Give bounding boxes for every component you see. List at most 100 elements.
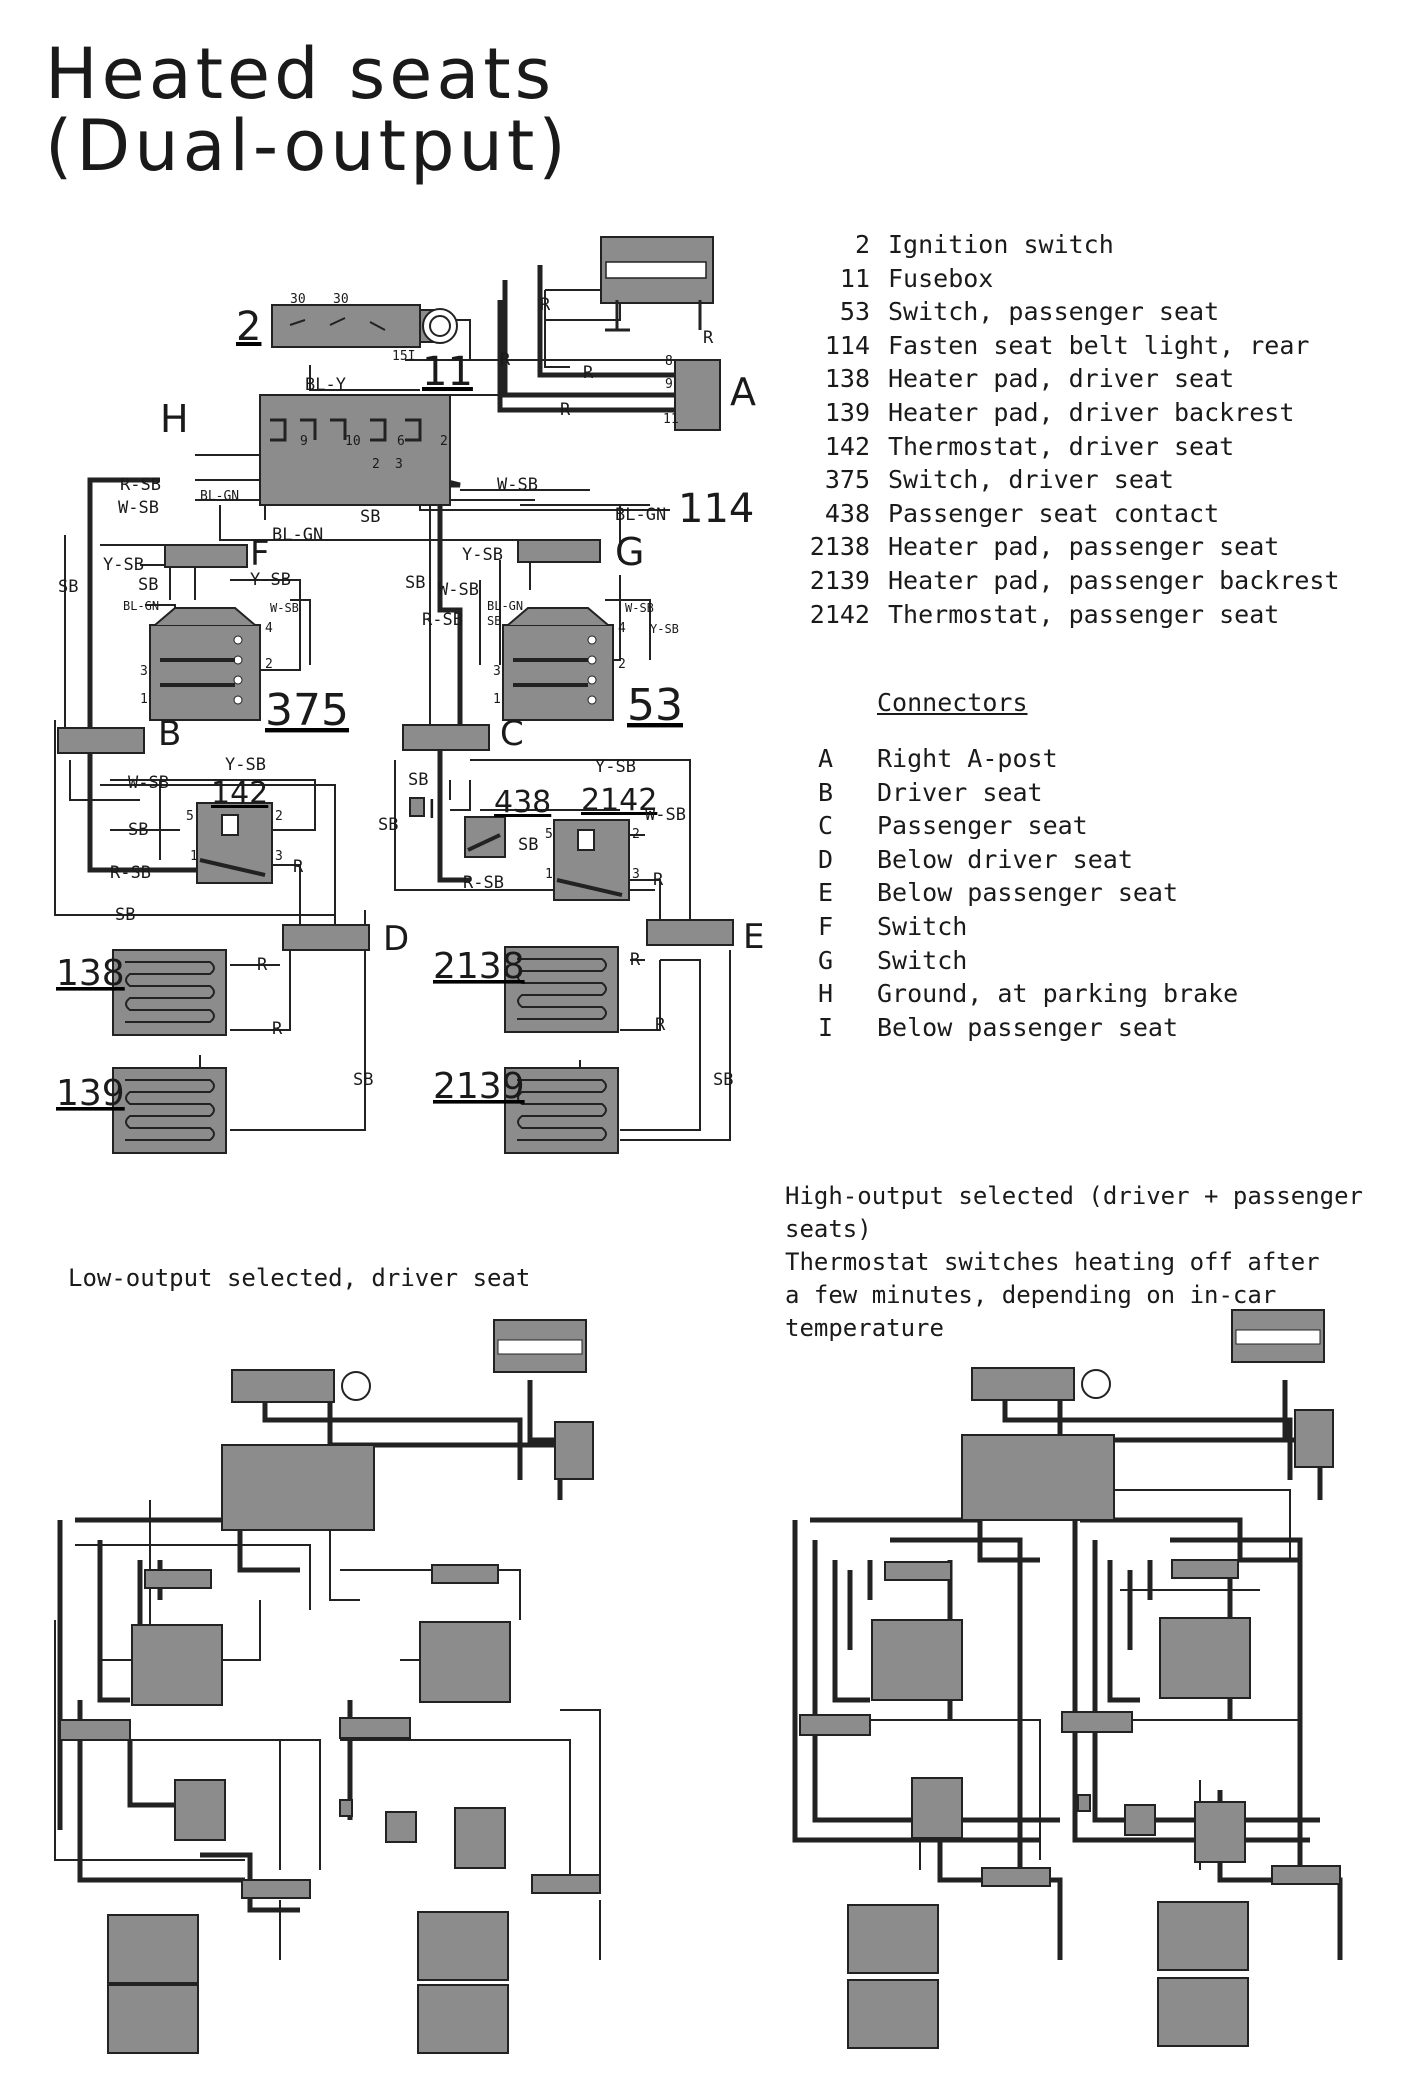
thermostat-142: [196, 802, 273, 884]
pin-label: 5: [545, 827, 553, 842]
ref-2139: 2139: [433, 1066, 525, 1107]
contact-438: [1124, 1804, 1156, 1836]
heater-pad-2138: [1157, 1901, 1249, 1971]
wire-label: Y-SB: [225, 755, 266, 775]
wire-label: SB: [58, 577, 78, 597]
wire-label: R: [272, 1019, 283, 1039]
pin-label: 1: [190, 849, 198, 864]
connector-d: [241, 1879, 311, 1899]
pin-label: 5: [186, 809, 194, 824]
wire-label: R-SB: [422, 610, 463, 630]
pin-label: 2: [265, 657, 273, 672]
connector-d: [981, 1867, 1051, 1887]
wire-label: W-SB: [625, 601, 654, 615]
wire-label: W-SB: [118, 498, 159, 518]
connector-b: [59, 1719, 131, 1741]
wire-label: W-SB: [128, 773, 169, 793]
ref-2: 2: [236, 304, 261, 350]
wire-label: R: [703, 328, 714, 348]
heater-pad-2139: [504, 1067, 619, 1154]
wire-label: SB: [405, 573, 425, 593]
wire-label: Y-SB: [462, 545, 503, 565]
pin-label: 15I: [392, 349, 415, 364]
wire-label: R-SB: [110, 863, 151, 883]
ref-114: 114: [678, 486, 754, 532]
wire-label: BL-GN: [123, 599, 159, 613]
pin-label: 3: [395, 457, 403, 472]
contact-438: [385, 1811, 417, 1843]
wire-label: SB: [138, 575, 158, 595]
key-icon: [341, 1371, 371, 1401]
wire-label: SB: [128, 820, 148, 840]
pin-label: 2: [440, 434, 448, 449]
pin-label: 3: [632, 867, 640, 882]
heater-pad-2138: [417, 1911, 509, 1981]
switch-53: [419, 1621, 511, 1703]
pin-label: 3: [493, 664, 501, 679]
wire-label: SB: [353, 1070, 373, 1090]
wire-label: R: [655, 1015, 666, 1035]
thermostat-2142: [553, 819, 630, 901]
wire-label: SB: [360, 507, 380, 527]
wire-label: Y-SB: [250, 570, 291, 590]
connector-f: [884, 1561, 952, 1581]
supply-block: [600, 236, 714, 332]
label-connector-f: F: [250, 534, 270, 574]
pin-label: 2: [632, 827, 640, 842]
wire-label: Y-SB: [103, 555, 144, 575]
pin-label: 9: [665, 377, 673, 392]
heater-pad-2139: [417, 1984, 509, 2054]
connector-e: [646, 919, 734, 946]
wire-label: W-SB: [438, 580, 479, 600]
connector-i: [1077, 1794, 1091, 1812]
pin-label: 1: [140, 692, 148, 707]
wire-label: BL-GN: [200, 489, 239, 504]
pin-label: 2: [372, 457, 380, 472]
pin-label: 11: [663, 412, 679, 427]
connector-a: [554, 1421, 594, 1480]
wire-label: R: [630, 950, 641, 970]
connector-i: [339, 1799, 353, 1817]
label-connector-c: C: [500, 714, 524, 754]
connector-f: [144, 1569, 212, 1589]
label-connector-i: I: [428, 795, 436, 825]
connector-a: [674, 359, 721, 431]
thermostat-142: [174, 1779, 226, 1841]
wire-label: R: [583, 363, 594, 383]
wire-label: SB: [713, 1070, 733, 1090]
connector-g: [517, 539, 601, 563]
switch-53: [1159, 1617, 1251, 1699]
title-line-2: (Dual-output): [45, 105, 570, 187]
wire-label: BL-GN: [272, 525, 323, 545]
thermostat-2142: [1194, 1801, 1246, 1863]
fusebox: [221, 1444, 375, 1531]
thermostat-142: [911, 1777, 963, 1839]
label-connector-g: G: [615, 530, 644, 574]
ref-138: 138: [56, 953, 125, 994]
ignition-switch: [971, 1367, 1075, 1401]
pin-label: 30: [290, 292, 306, 307]
wire-label: R-SB: [463, 873, 504, 893]
ref-2142: 2142: [581, 783, 657, 818]
wire-label: Y-SB: [595, 757, 636, 777]
wire-label: R: [500, 350, 511, 370]
pin-label: 9: [300, 434, 308, 449]
wire-label: W-SB: [645, 805, 686, 825]
pin-label: 1: [545, 867, 553, 882]
connector-e: [1271, 1865, 1341, 1885]
connector-i: [409, 797, 425, 817]
pin-label: 2: [275, 809, 283, 824]
